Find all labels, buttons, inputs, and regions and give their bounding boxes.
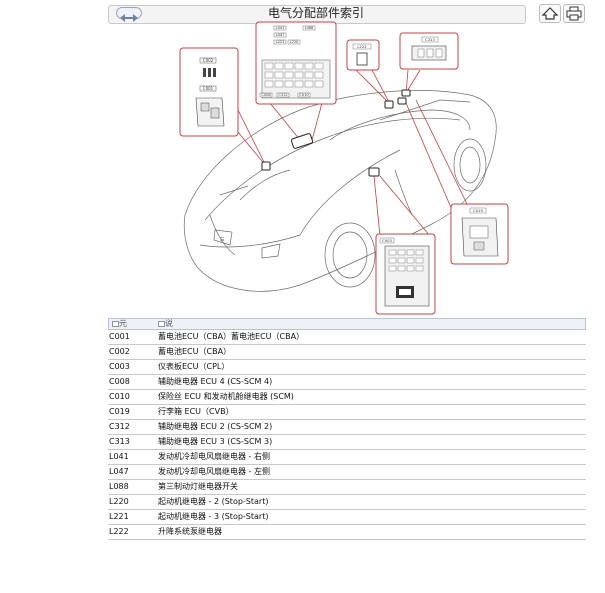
nav-back-button[interactable] <box>116 7 142 22</box>
label-c312: C312 <box>278 93 287 97</box>
row-desc: 蓄电池ECU（CBA）蓄电池ECU（CBA） <box>158 332 305 341</box>
sort-icon[interactable] <box>158 321 165 327</box>
table-row[interactable]: C003 仪表板ECU（CPL） <box>108 360 586 375</box>
table-row[interactable]: L221 起动机继电器 - 3 (Stop-Start) <box>108 510 586 525</box>
car-component-diagram: ☰ C002 C001 <box>179 21 509 315</box>
row-desc: 行李箱 ECU（CVB） <box>158 407 234 416</box>
callout-right-panel: C019 <box>450 203 509 265</box>
home-up-icon <box>541 7 559 20</box>
row-code[interactable]: C010 <box>109 392 130 401</box>
row-desc: 发动机冷却电风扇继电器 - 右侧 <box>158 452 270 461</box>
label-c002: C002 <box>203 58 214 63</box>
row-code[interactable]: L047 <box>109 467 129 476</box>
label-c010: C010 <box>299 93 309 97</box>
print-button[interactable] <box>563 4 585 23</box>
table-row[interactable]: C312 辅助继电器 ECU 2 (CS-SCM 2) <box>108 420 586 435</box>
row-desc: 辅助继电器 ECU 3 (CS-SCM 3) <box>158 437 273 446</box>
label-l220: L220 <box>290 40 300 44</box>
row-code[interactable]: L221 <box>109 512 129 521</box>
label-l088: L088 <box>305 26 315 30</box>
table-row[interactable]: L088 第三制动灯继电器开关 <box>108 480 586 495</box>
callout-top-panel: L041 L047 L221 L088 L220 C008 C312 C010 <box>255 21 337 105</box>
row-desc: 起动机继电器 - 2 (Stop-Start) <box>158 497 269 506</box>
table-row[interactable]: C010 保险丝 ECU 和发动机舱继电器 (SCM) <box>108 390 586 405</box>
row-code[interactable]: C019 <box>109 407 130 416</box>
label-c001: C001 <box>203 86 214 91</box>
table-row[interactable]: C002 蓄电池ECU（CBA） <box>108 345 586 360</box>
callout-bottom-panel: C003 <box>375 233 436 315</box>
row-code[interactable]: L220 <box>109 497 129 506</box>
row-code[interactable]: C001 <box>109 332 130 341</box>
label-c019: C019 <box>473 208 483 213</box>
row-desc: 仪表板ECU（CPL） <box>158 362 230 371</box>
row-desc: 辅助继电器 ECU 4 (CS-SCM 4) <box>158 377 273 386</box>
table-row[interactable]: L220 起动机继电器 - 2 (Stop-Start) <box>108 495 586 510</box>
page-title: 电气分配部件索引 <box>267 6 364 20</box>
label-c313: C313 <box>425 37 435 42</box>
table-row[interactable]: C313 辅助继电器 ECU 3 (CS-SCM 3) <box>108 435 586 450</box>
row-code[interactable]: L088 <box>109 482 129 491</box>
print-icon <box>566 6 582 21</box>
label-c008: C008 <box>261 93 271 97</box>
home-up-button[interactable] <box>539 4 561 23</box>
callout-small-panel: L222 <box>346 39 380 71</box>
row-code[interactable]: C002 <box>109 347 130 356</box>
sort-icon[interactable] <box>112 321 119 327</box>
table-row[interactable]: C008 辅助继电器 ECU 4 (CS-SCM 4) <box>108 375 586 390</box>
callout-leaders <box>237 69 471 237</box>
row-desc: 发动机冷却电风扇继电器 - 左侧 <box>158 467 270 476</box>
back-forward-icon <box>120 14 138 22</box>
row-code[interactable]: C003 <box>109 362 130 371</box>
component-index-table: 元 说 C001 蓄电池ECU（CBA）蓄电池ECU（CBA） C002 蓄电池EC… <box>108 318 586 540</box>
row-desc: 蓄电池ECU（CBA） <box>158 347 232 356</box>
label-l221: L221 <box>276 40 285 44</box>
row-desc: 保险丝 ECU 和发动机舱继电器 (SCM) <box>158 392 294 401</box>
label-l047: L047 <box>276 33 285 37</box>
col-header-code[interactable]: 元 <box>119 319 127 328</box>
label-c003: C003 <box>382 238 392 243</box>
row-desc: 第三制动灯继电器开关 <box>158 482 238 491</box>
table-row[interactable]: C019 行李箱 ECU（CVB） <box>108 405 586 420</box>
row-desc: 辅助继电器 ECU 2 (CS-SCM 2) <box>158 422 273 431</box>
row-desc: 升降系统泵继电器 <box>158 527 222 536</box>
col-header-desc[interactable]: 说 <box>165 319 173 328</box>
callout-left-panel: C002 C001 <box>179 47 239 137</box>
label-l222: L222 <box>357 44 367 49</box>
table-header: 元 说 <box>108 318 586 330</box>
table-row[interactable]: L041 发动机冷却电风扇继电器 - 右侧 <box>108 450 586 465</box>
callout-right-top-panel: C313 <box>399 32 459 70</box>
table-row[interactable]: L047 发动机冷却电风扇继电器 - 左侧 <box>108 465 586 480</box>
table-row[interactable]: L222 升降系统泵继电器 <box>108 525 586 540</box>
row-code[interactable]: C312 <box>109 422 130 431</box>
row-code[interactable]: C008 <box>109 377 130 386</box>
row-code[interactable]: C313 <box>109 437 130 446</box>
row-desc: 起动机继电器 - 3 (Stop-Start) <box>158 512 269 521</box>
car-outline <box>183 90 497 292</box>
row-code[interactable]: L222 <box>109 527 129 536</box>
table-row[interactable]: C001 蓄电池ECU（CBA）蓄电池ECU（CBA） <box>108 330 586 345</box>
row-code[interactable]: L041 <box>109 452 129 461</box>
label-l041: L041 <box>276 26 285 30</box>
svg-text:☰: ☰ <box>220 237 225 243</box>
component-markers <box>261 89 411 177</box>
